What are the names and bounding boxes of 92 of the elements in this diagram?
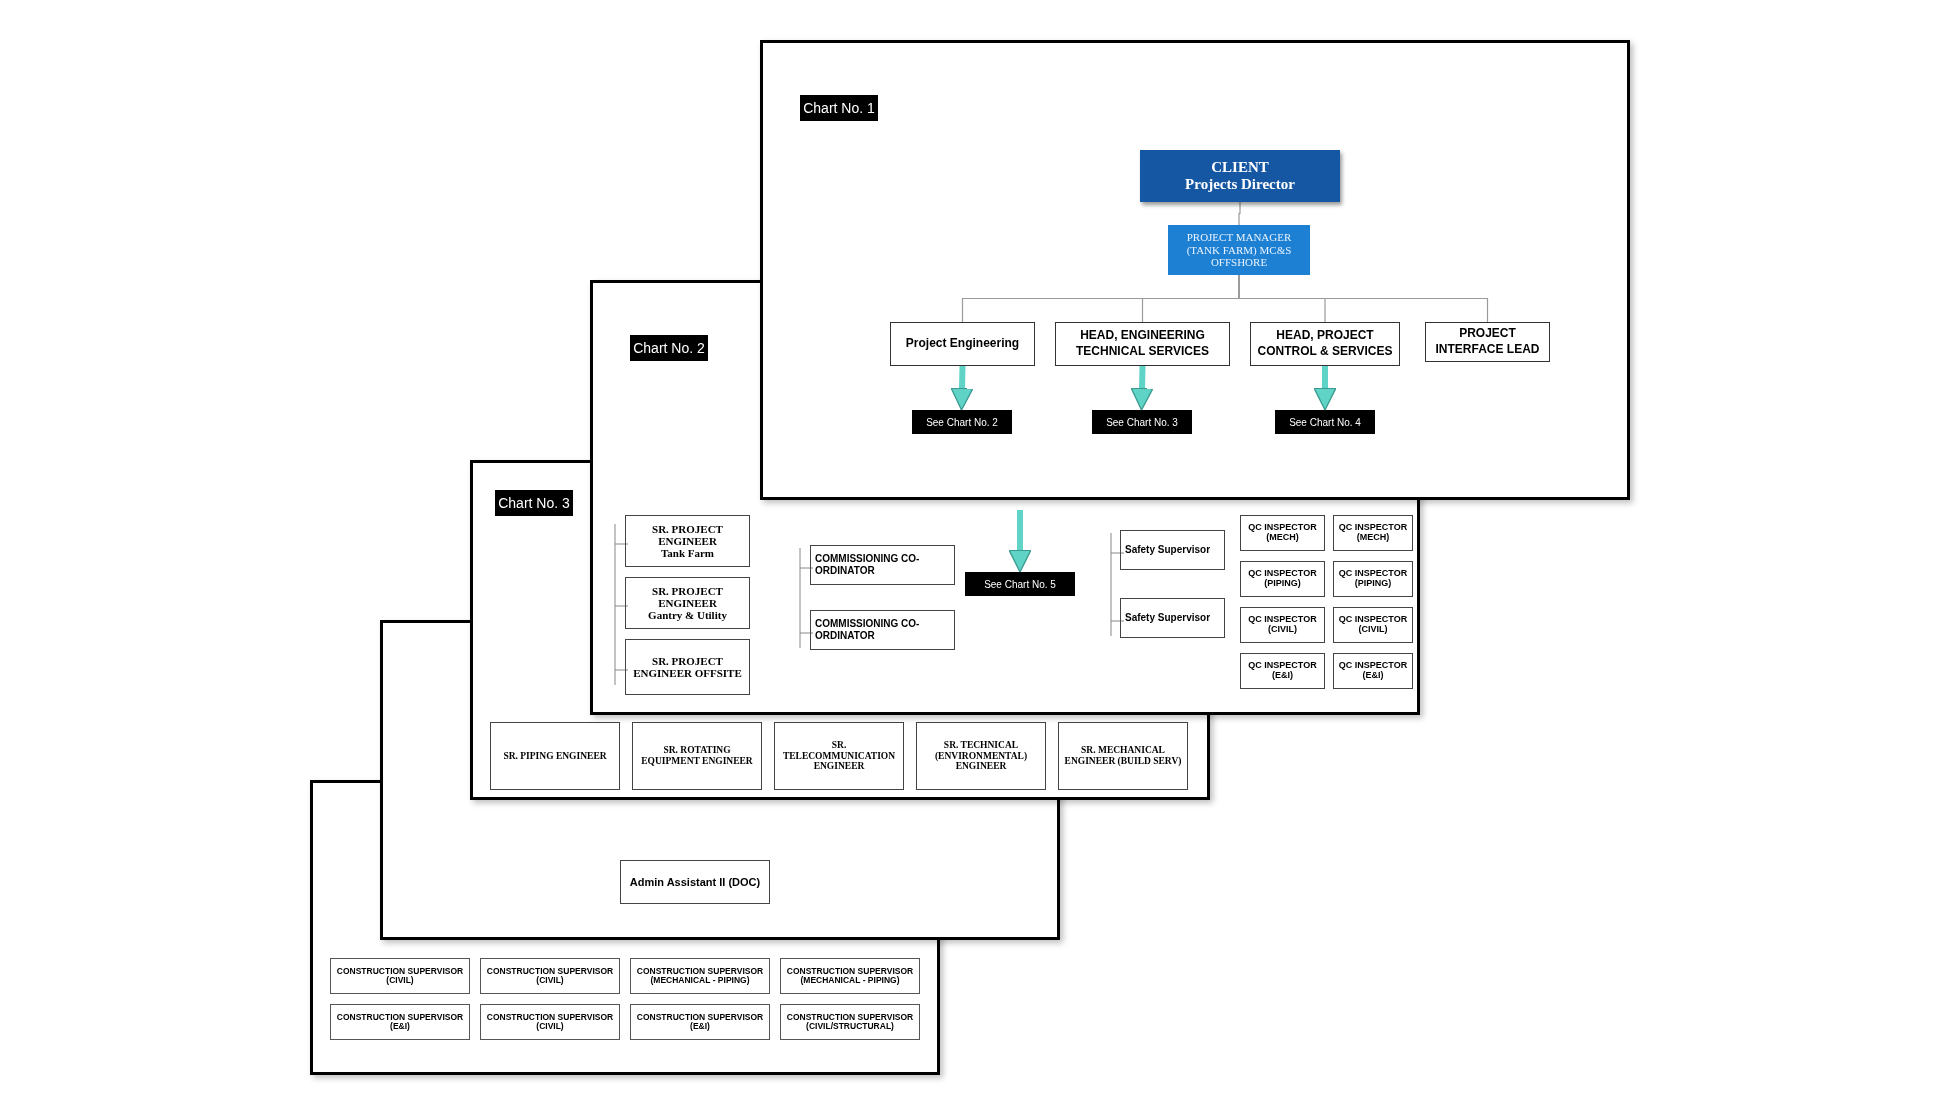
org-box [625, 577, 750, 629]
org-box [1240, 561, 1325, 597]
role-title: CONSTRUCTION SUPERVISOR (MECHANICAL - PIPING) [785, 966, 915, 986]
role-title: See Chart No. 5 [984, 578, 1056, 590]
role-subtitle: Projects Director [1185, 176, 1295, 193]
arrow [1130, 365, 1154, 411]
org-box [630, 1004, 770, 1040]
chart-title-tag [630, 335, 708, 361]
org-box [780, 1004, 920, 1040]
role-title: SR. PIPING ENGINEER [503, 750, 607, 762]
role-title: CONSTRUCTION SUPERVISOR (CIVIL/STRUCTURAL) [785, 1012, 915, 1032]
role-title: PROJECT INTERFACE LEAD [1434, 326, 1541, 358]
org-box [810, 610, 955, 650]
role-title: See Chart No. 4 [1289, 416, 1361, 428]
role-title: CONSTRUCTION SUPERVISOR (CIVIL) [335, 966, 465, 986]
role-title: SR. ROTATING EQUIPMENT ENGINEER [640, 745, 754, 767]
role-title: CONSTRUCTION SUPERVISOR (CIVIL) [485, 966, 615, 986]
role-title: See Chart No. 3 [1106, 416, 1178, 428]
org-box [632, 722, 762, 790]
arrow [1008, 510, 1032, 573]
chart-reference-tag [965, 572, 1075, 596]
role-title: QC INSPECTOR (CIVIL) [1247, 615, 1318, 635]
chart-reference-tag [912, 410, 1012, 434]
role-title: QC INSPECTOR (MECH) [1247, 523, 1318, 543]
role-title: QC INSPECTOR (E&I) [1247, 661, 1318, 681]
role-title: SR. TELECOMMUNICATION ENGINEER [781, 739, 897, 773]
role-title: SR. PROJECT ENGINEER OFFSITE [632, 654, 743, 680]
role-title: SR. PROJECT ENGINEER [651, 584, 724, 610]
org-box [480, 958, 620, 994]
role-title: CONSTRUCTION SUPERVISOR (CIVIL) [485, 1012, 615, 1032]
role-title: COMMISSIONING CO-ORDINATOR [815, 618, 921, 642]
role-title: PROJECT MANAGER (TANK FARM) MC&S OFFSHORE [1185, 231, 1293, 269]
role-title: Safety Supervisor [1125, 544, 1211, 556]
org-box [1120, 598, 1225, 638]
org-box [1333, 515, 1413, 551]
org-box [1333, 561, 1413, 597]
role-title: CLIENT [1211, 159, 1269, 176]
role-title: Chart No. 2 [633, 340, 705, 356]
role-title: QC INSPECTOR (MECH) [1338, 523, 1408, 543]
role-title: QC INSPECTOR (PIPING) [1338, 569, 1408, 589]
org-box [1240, 607, 1325, 643]
role-title: SR. MECHANICAL ENGINEER (BUILD SERV) [1063, 745, 1183, 767]
org-box [1240, 515, 1325, 551]
org-box [1168, 225, 1310, 275]
role-title: CONSTRUCTION SUPERVISOR (E&I) [635, 1012, 765, 1032]
role-title: Chart No. 1 [803, 100, 875, 116]
org-box [1333, 653, 1413, 689]
role-title: COMMISSIONING CO-ORDINATOR [815, 553, 921, 577]
org-box [620, 860, 770, 904]
role-title: CONSTRUCTION SUPERVISOR (E&I) [335, 1012, 465, 1032]
connector-line [1238, 201, 1241, 226]
role-title: Admin Assistant II (DOC) [629, 876, 761, 888]
org-box [1240, 653, 1325, 689]
chart-reference-tag [1092, 410, 1192, 434]
arrow [1313, 366, 1337, 411]
org-box [330, 958, 470, 994]
role-title: Project Engineering [905, 336, 1020, 352]
org-box [625, 639, 750, 695]
org-box [810, 545, 955, 585]
role-title: QC INSPECTOR (E&I) [1338, 661, 1408, 681]
org-box [330, 1004, 470, 1040]
org-box [1333, 607, 1413, 643]
arrow [950, 365, 974, 411]
org-box [480, 1004, 620, 1040]
role-title: SR. PROJECT ENGINEER [651, 522, 724, 548]
role-title: See Chart No. 2 [926, 416, 998, 428]
org-box [774, 722, 904, 790]
role-title: QC INSPECTOR (CIVIL) [1338, 615, 1408, 635]
org-box [890, 322, 1035, 366]
role-subtitle: Gantry & Utility [648, 609, 727, 622]
role-title: Safety Supervisor [1125, 612, 1211, 624]
org-box [625, 515, 750, 567]
role-title: SR. TECHNICAL (ENVIRONMENTAL) ENGINEER [933, 739, 1029, 773]
org-box [1425, 322, 1550, 362]
chart-reference-tag [1275, 410, 1375, 434]
chart-title-tag [800, 95, 878, 121]
chart-title-tag [495, 490, 573, 516]
role-title: HEAD, PROJECT CONTROL & SERVICES [1256, 328, 1394, 360]
org-box [1120, 530, 1225, 570]
role-title: Chart No. 3 [498, 495, 570, 511]
org-box [780, 958, 920, 994]
role-title: HEAD, ENGINEERING TECHNICAL SERVICES [1075, 328, 1210, 360]
role-subtitle: Tank Farm [660, 547, 715, 560]
org-box [1140, 150, 1340, 202]
role-title: CONSTRUCTION SUPERVISOR (MECHANICAL - PIPING) [635, 966, 765, 986]
org-box [1250, 322, 1400, 366]
org-box [490, 722, 620, 790]
org-box [1055, 322, 1230, 366]
org-box [630, 958, 770, 994]
org-box [916, 722, 1046, 790]
role-title: QC INSPECTOR (PIPING) [1247, 569, 1318, 589]
org-box [1058, 722, 1188, 790]
